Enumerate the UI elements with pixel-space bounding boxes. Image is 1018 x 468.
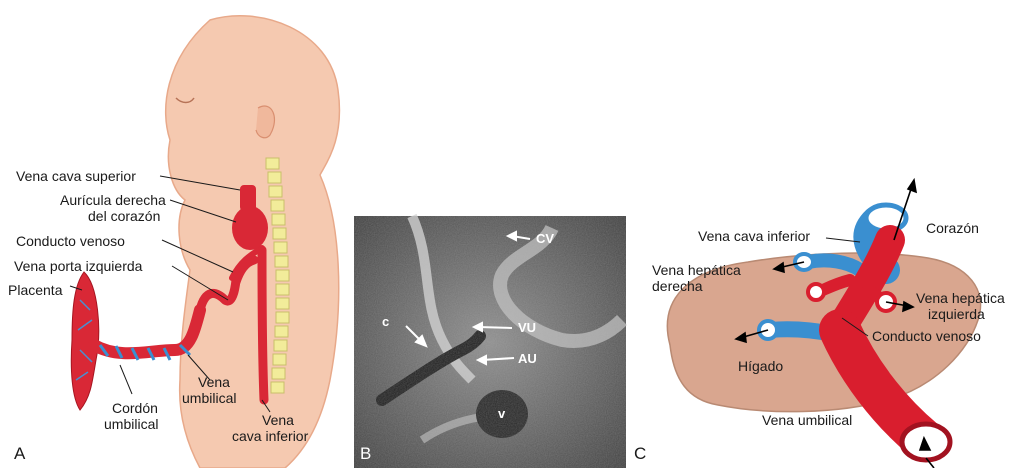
label-umbilical-vein-2: umbilical (182, 390, 236, 406)
ultrasound-image (352, 0, 628, 468)
panel-letter-a: A (14, 444, 25, 464)
label-liver: Hígado (738, 358, 783, 374)
label-ductus-venosus: Conducto venoso (16, 233, 125, 249)
superior-vena-cava (240, 185, 256, 211)
label-c: c (382, 314, 389, 329)
vertebra (271, 200, 284, 211)
label-ivc-2: cava inferior (232, 428, 308, 444)
label-cord-2: umbilical (104, 416, 158, 432)
label-ivc-1: Vena (262, 412, 294, 428)
vertebra (272, 214, 285, 225)
label-umbilical-vein-1: Vena (198, 374, 230, 390)
label-placenta: Placenta (8, 282, 62, 298)
label-dv-c: Conducto venoso (872, 328, 981, 344)
label-right-atrium-2: del corazón (88, 208, 160, 224)
label-rhv-2: derecha (652, 278, 703, 294)
vertebra (272, 368, 285, 379)
vertebra (271, 382, 284, 393)
vertebra (275, 326, 288, 337)
vertebra (275, 256, 288, 267)
vertebra (268, 172, 281, 183)
panel-b: CV VU AU c v B (352, 0, 628, 468)
vertebra (274, 242, 287, 253)
label-right-atrium-1: Aurícula derecha (60, 192, 166, 208)
panel-letter-b: B (360, 444, 371, 464)
vertebra (273, 354, 286, 365)
vertebra (276, 312, 289, 323)
label-cord-1: Cordón (112, 400, 158, 416)
panel-letter-c: C (634, 444, 646, 464)
vertebra (274, 340, 287, 351)
label-rhv-1: Vena hepática (652, 262, 741, 278)
vertebra (266, 158, 279, 169)
label-lhv-2: izquierda (928, 306, 985, 322)
right-atrium (232, 206, 268, 250)
panel-a: Vena cava superior Aurícula derecha del … (0, 0, 350, 468)
label-vu: VU (518, 320, 536, 335)
label-left-portal-vein: Vena porta izquierda (14, 258, 142, 274)
vertebra (276, 298, 289, 309)
label-cv: CV (536, 231, 554, 246)
label-v: v (498, 406, 505, 421)
vertebra (276, 284, 289, 295)
label-heart: Corazón (926, 220, 979, 236)
inferior-vena-cava (262, 250, 264, 400)
label-ivc-c: Vena cava inferior (698, 228, 810, 244)
label-lhv-1: Vena hepática (916, 290, 1005, 306)
label-au: AU (518, 351, 537, 366)
vertebra (273, 228, 286, 239)
label-svc: Vena cava superior (16, 168, 136, 184)
fetus-ear (256, 106, 274, 138)
vertebra (269, 186, 282, 197)
vertebra (276, 270, 289, 281)
label-uv-c: Vena umbilical (762, 412, 852, 428)
panel-c: Vena cava inferior Corazón Vena hepática… (628, 0, 1018, 468)
